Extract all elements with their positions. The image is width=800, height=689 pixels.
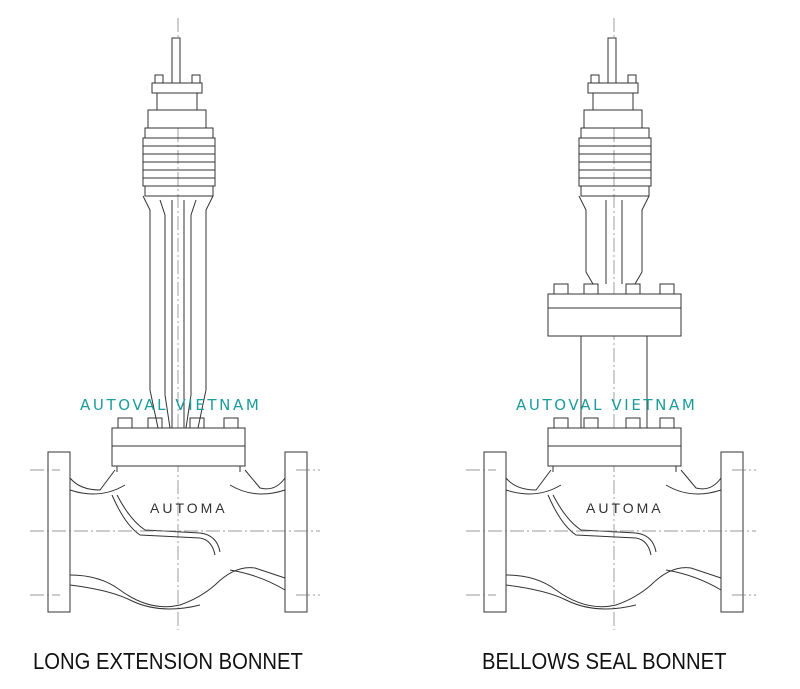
bellows-seal-bonnet-valve <box>465 18 757 630</box>
body-marking-left: AUTOMA <box>150 500 228 516</box>
body-marking-right: AUTOMA <box>586 500 664 516</box>
caption-long-extension-bonnet: LONG EXTENSION BONNET <box>33 648 303 674</box>
caption-bellows-seal-bonnet: BELLOWS SEAL BONNET <box>482 648 727 674</box>
watermark-right: AUTOVAL VIETNAM <box>516 396 698 414</box>
long-extension-bonnet-valve <box>29 18 321 630</box>
watermark-left: AUTOVAL VIETNAM <box>80 396 262 414</box>
